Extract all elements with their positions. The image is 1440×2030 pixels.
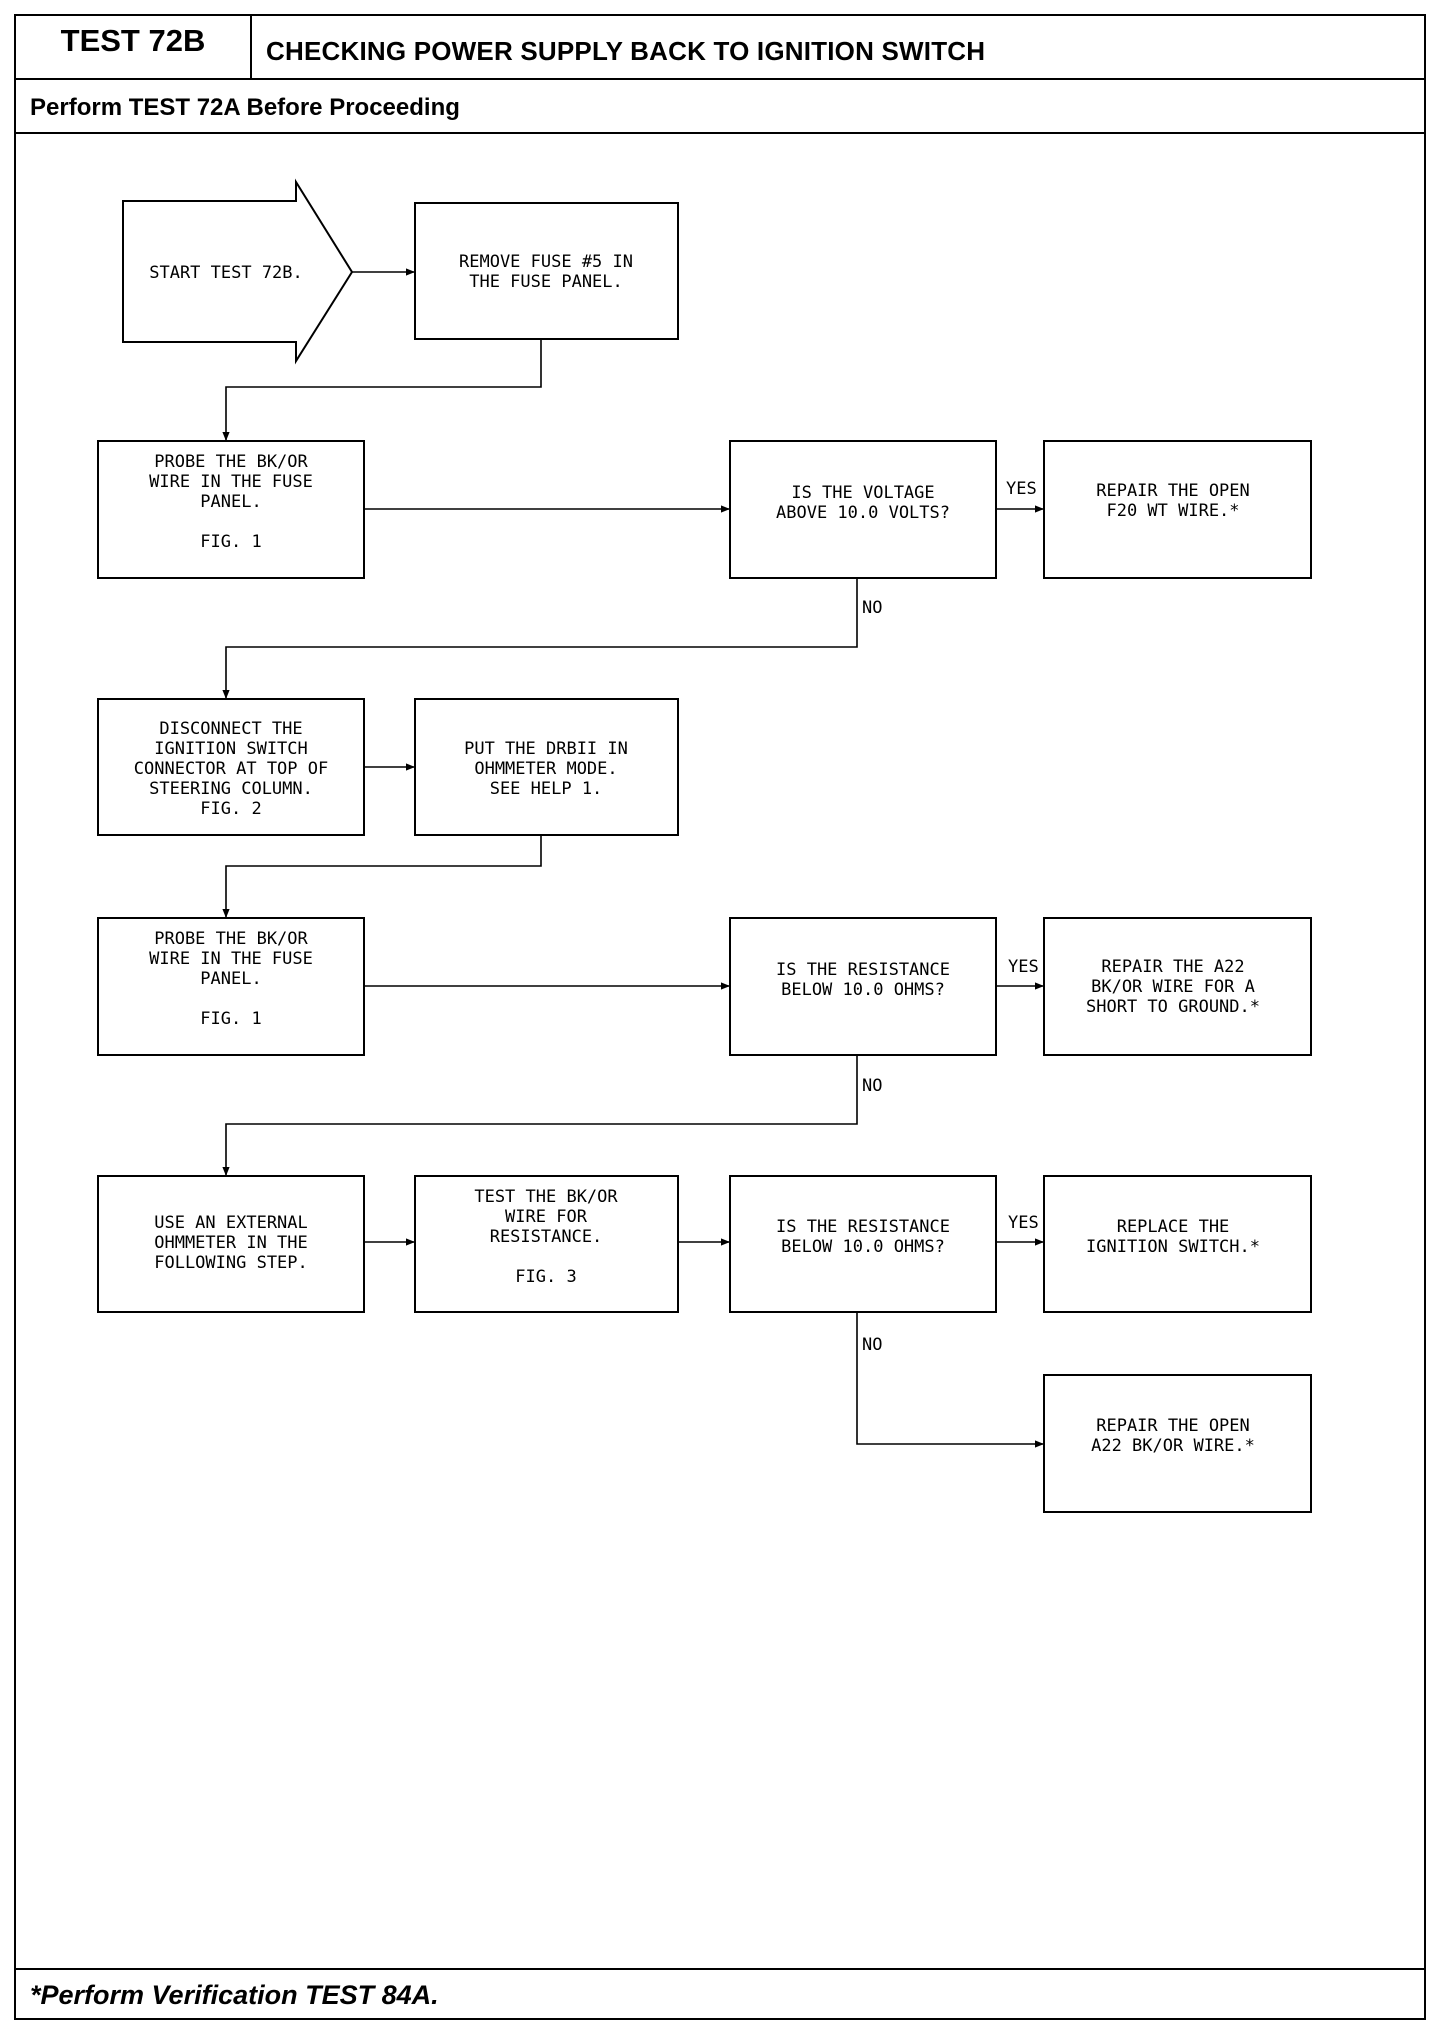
connector-no-to-disconnect [222, 578, 858, 699]
start-node: START TEST 72B. [122, 178, 354, 365]
yes-label-1: YES [1006, 479, 1037, 499]
prerequisite-note: Perform TEST 72A Before Proceeding [30, 94, 460, 121]
connector-no-to-repair-open [856, 1312, 1044, 1448]
prerequisite-row: Perform TEST 72A Before Proceeding [16, 80, 1424, 134]
no-label-3: NO [862, 1335, 882, 1355]
footer-row: *Perform Verification TEST 84A. [16, 1968, 1424, 2018]
test-id: TEST 72B [16, 16, 252, 78]
start-text: START TEST 72B. [149, 263, 303, 283]
verification-note: *Perform Verification TEST 84A. [30, 1980, 439, 2010]
connectors [222, 268, 1044, 1448]
yes-label-3: YES [1008, 1213, 1039, 1233]
connector-drbii-to-probe [222, 835, 542, 918]
yes-label-2: YES [1008, 957, 1039, 977]
connector-no-to-external [222, 1055, 858, 1176]
no-label-1: NO [862, 598, 882, 618]
header-row: TEST 72B CHECKING POWER SUPPLY BACK TO I… [16, 16, 1424, 80]
test-procedure-sheet: TEST 72B CHECKING POWER SUPPLY BACK TO I… [14, 14, 1426, 2020]
no-label-2: NO [862, 1076, 882, 1096]
test-title: CHECKING POWER SUPPLY BACK TO IGNITION S… [266, 36, 986, 66]
connector-remove-to-probe [222, 339, 542, 441]
